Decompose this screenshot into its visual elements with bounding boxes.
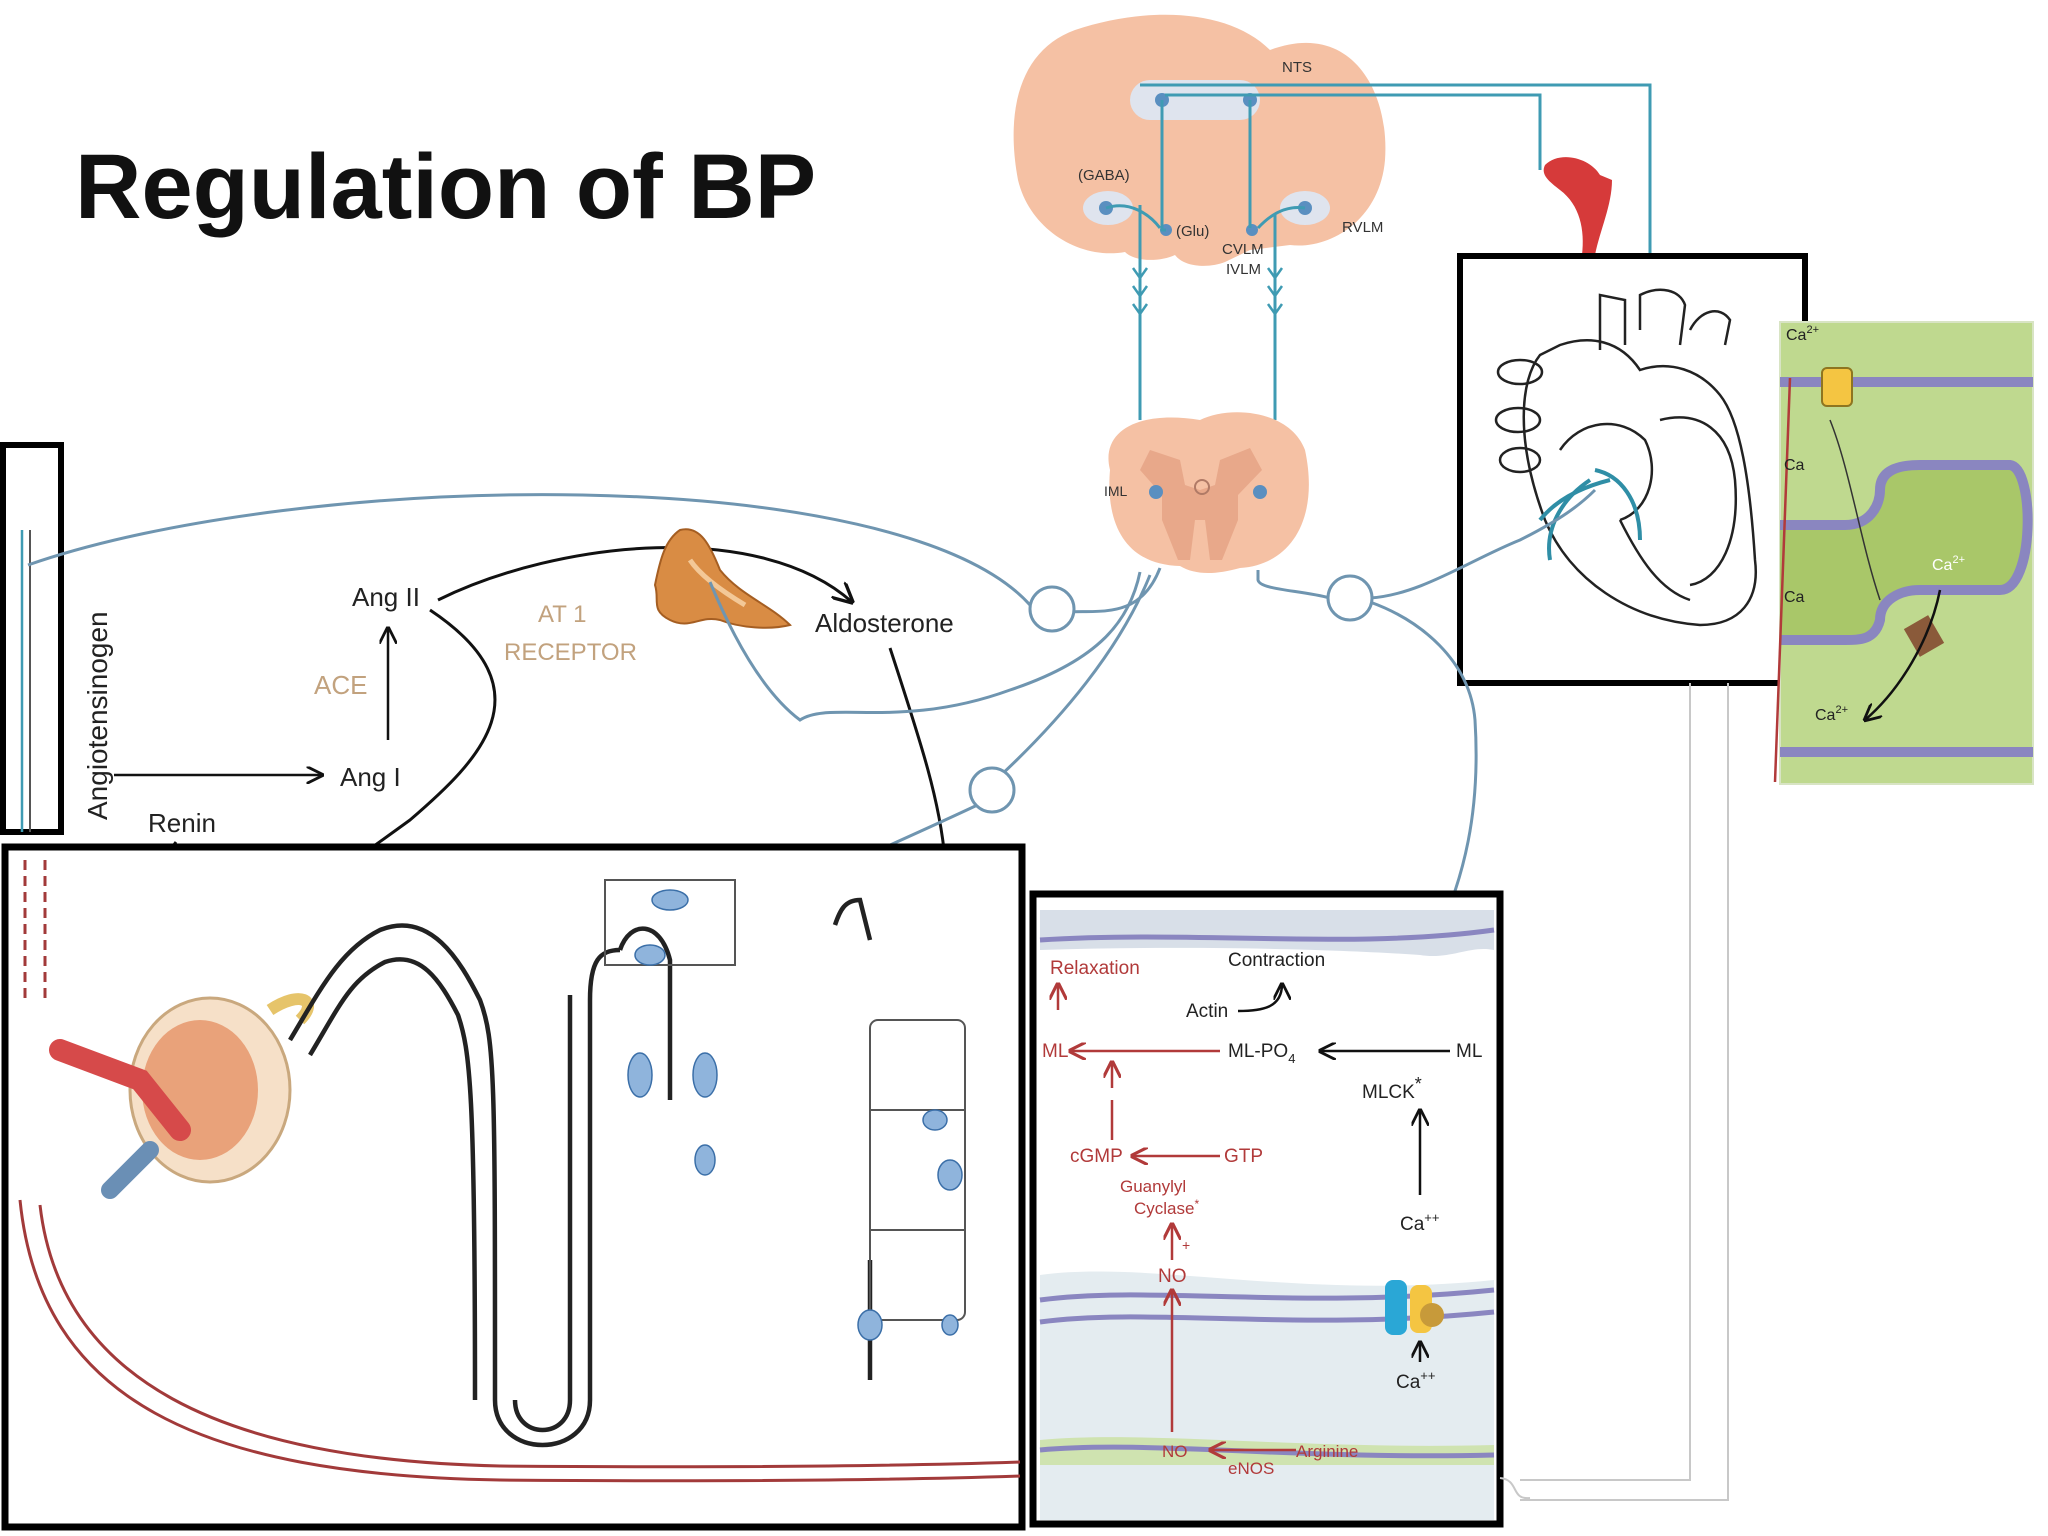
renin-label: Renin (148, 808, 216, 838)
myocyte-ca-label-d: Ca2+ (1932, 554, 1965, 574)
ca-top-label: Ca++ (1400, 1210, 1439, 1235)
ang2-label: Ang II (352, 582, 420, 612)
no-top-label: NO (1158, 1266, 1187, 1287)
arginine-label: Arginine (1296, 1442, 1358, 1461)
ivlm-label: IVLM (1226, 261, 1261, 278)
myocyte-ca-label-c: Ca (1784, 589, 1805, 606)
mlck-label: MLCK* (1362, 1074, 1422, 1103)
t-tubule (1780, 460, 2033, 645)
glomerulus (49, 993, 314, 1199)
iml-label: IML (1104, 483, 1128, 499)
cardiac-nerves (1538, 468, 1642, 561)
no-bottom-label: NO (1162, 1442, 1188, 1461)
myocyte-ca-label-e: Ca2+ (1815, 704, 1848, 724)
vessel-box (0, 442, 64, 835)
actin-label: Actin (1186, 1001, 1228, 1022)
adrenal-gland (653, 528, 792, 629)
contraction-label: Contraction (1228, 950, 1325, 971)
spinal-cord-section: IML (1104, 412, 1309, 574)
cvlm-label: CVLM (1222, 241, 1264, 258)
gaba-label: (GABA) (1078, 167, 1130, 184)
transport-channels (627, 889, 963, 1341)
carotid-sinus (1543, 157, 1612, 255)
iml-neuron-right (1253, 485, 1267, 499)
glu-label: (Glu) (1176, 223, 1209, 240)
ml-po4-label: ML-PO4 (1228, 1041, 1295, 1066)
cgmp-label: cGMP (1070, 1146, 1123, 1167)
ganglion-kidney (968, 766, 1016, 814)
ganglion-heart (1326, 574, 1374, 622)
collecting-duct-cells (604, 879, 966, 1321)
cyclase-label: Cyclase* (1134, 1197, 1199, 1218)
rvlm-label: RVLM (1342, 219, 1383, 236)
relaxation-label: Relaxation (1050, 958, 1140, 979)
myocyte-ca-label-b: Ca (1784, 457, 1805, 474)
iml-neuron-left (1149, 485, 1163, 499)
plus-label: + (1182, 1237, 1190, 1253)
ganglion-aldosterone (1028, 585, 1076, 633)
ace-label: ACE (314, 670, 367, 700)
brainstem-section: NTS (GABA) (Glu) CVLM IVLM RVLM (1013, 14, 1652, 420)
cvlm-neuron (1246, 224, 1258, 236)
l-type-channel (1821, 367, 1853, 407)
peripheral-vessel-lines (1499, 683, 1729, 1501)
ml-right-label: ML (1456, 1041, 1482, 1062)
heart-illustration (1494, 288, 1757, 627)
cardiac-myocyte-panel: Ca2+ Ca Ca Ca2+ Ca2+ (1773, 321, 2034, 785)
heart-panel (1457, 253, 1808, 686)
page-title: Regulation of BP (75, 136, 816, 238)
nephron-panel (1, 843, 1026, 1531)
guanylyl-label: Guanylyl (1120, 1177, 1186, 1196)
calcium-channel (1385, 1280, 1444, 1335)
ml-left-label: ML (1042, 1041, 1068, 1062)
ca-bottom-label: Ca++ (1396, 1368, 1435, 1393)
angiotensinogen-label: Angiotensinogen (82, 611, 113, 820)
raas-section: Angiotensinogen Renin Ang I Ang II ACE A… (0, 442, 954, 1058)
aldosterone-label: Aldosterone (815, 608, 954, 638)
smooth-muscle-panel: Relaxation Contraction Actin ML ML-PO4 M… (1029, 890, 1504, 1528)
enos-label: eNOS (1228, 1459, 1274, 1478)
ang1-label: Ang I (340, 762, 401, 792)
nts-label: NTS (1282, 59, 1312, 76)
at1-label-line1: AT 1 (538, 601, 586, 628)
myocyte-ca-label-a: Ca2+ (1786, 324, 1819, 344)
descending-arrows (1131, 267, 1284, 317)
gray-matter (1140, 448, 1262, 560)
ryr-channel (1903, 615, 1945, 657)
gtp-label: GTP (1224, 1146, 1263, 1167)
at1-label-line2: RECEPTOR (504, 639, 637, 666)
